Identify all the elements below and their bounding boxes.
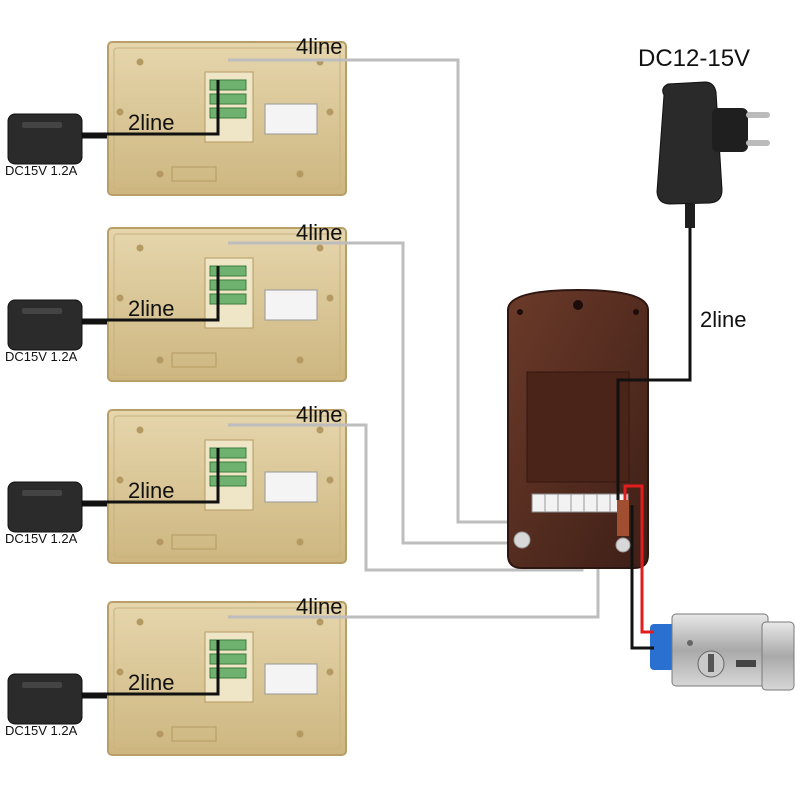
power-adapter-icon <box>7 299 83 351</box>
two-line-label: 2line <box>128 296 174 321</box>
lock-wire-red <box>623 484 654 634</box>
outdoor-unit <box>507 288 649 569</box>
four-line-label: 4line <box>296 594 342 619</box>
main-power-label: DC12-15V <box>638 45 750 72</box>
adapter-label: DC15V 1.2A <box>5 531 78 546</box>
two-line-wire <box>82 448 220 504</box>
power-adapter-icon <box>7 113 83 165</box>
adapter-label: DC15V 1.2A <box>5 723 78 738</box>
lock-wire-black <box>630 505 654 650</box>
main-power-adapter <box>656 81 770 228</box>
main-power-wire-label: 2line <box>700 307 746 332</box>
power-adapter-icon <box>7 673 83 725</box>
two-line-label: 2line <box>128 670 174 695</box>
four-line-label: 4line <box>296 220 342 245</box>
adapter-label: DC15V 1.2A <box>5 349 78 364</box>
two-line-wire <box>82 266 220 322</box>
four-line-label: 4line <box>296 34 342 59</box>
four-line-wire-2 <box>228 241 560 545</box>
two-line-wire <box>82 80 220 136</box>
main-power-wire <box>616 228 692 500</box>
two-line-label: 2line <box>128 110 174 135</box>
four-line-wire-1 <box>228 58 540 524</box>
power-adapter-icon <box>7 481 83 533</box>
two-line-wire <box>82 640 220 696</box>
adapter-label: DC15V 1.2A <box>5 163 78 178</box>
two-line-label: 2line <box>128 478 174 503</box>
four-line-label: 4line <box>296 402 342 427</box>
electric-lock <box>650 613 795 691</box>
